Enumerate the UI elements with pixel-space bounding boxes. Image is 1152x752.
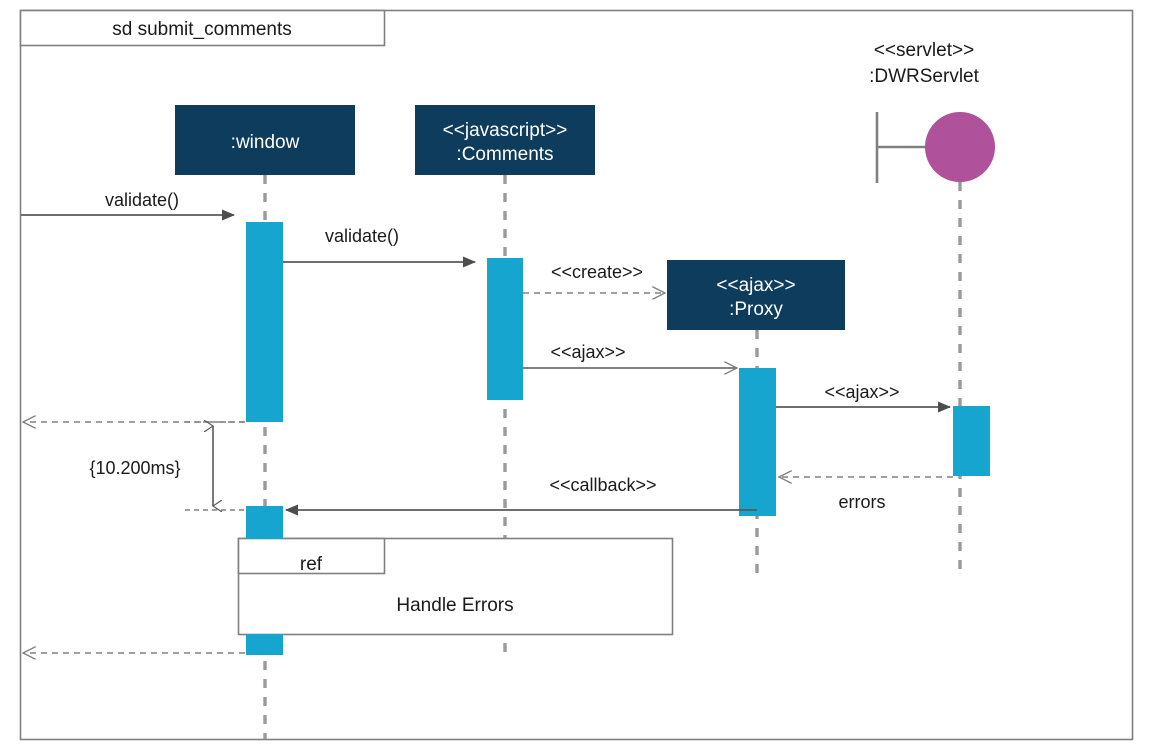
activation-comments-1 [487, 258, 523, 400]
activation-window-1 [246, 222, 283, 422]
activation-overlay [246, 506, 283, 655]
frame-title-tab: sd submit_comments [19, 9, 386, 47]
object-stereotype-comments: <<javascript>> [443, 120, 568, 141]
object-stereotype-proxy: <<ajax>> [716, 275, 795, 296]
object-box-proxy[interactable]: <<ajax>> :Proxy [667, 260, 845, 330]
object-label-comments: :Comments [456, 144, 553, 165]
message-label-validate-2: validate() [325, 226, 399, 246]
ref-fragment[interactable]: ref Handle Errors [237, 537, 674, 636]
interface-stereotype-dwrservlet: <<servlet>> [874, 40, 974, 61]
ref-fragment-body: Handle Errors [396, 595, 513, 616]
timing-constraint-label: {10.200ms} [89, 458, 180, 478]
message-validate-2[interactable]: validate() [283, 226, 476, 268]
interface-circle-dwrservlet [925, 112, 995, 182]
message-label-errors: errors [838, 492, 885, 512]
message-validate-1[interactable]: validate() [21, 190, 235, 221]
timing-constraint: {10.200ms} [89, 422, 245, 510]
activation-dwrservlet-1 [953, 406, 990, 476]
message-label-validate-1: validate() [105, 190, 179, 210]
message-label-callback: <<callback>> [549, 475, 656, 495]
object-label-proxy: :Proxy [729, 299, 783, 320]
object-label-window: :window [231, 132, 300, 153]
message-ajax-2[interactable]: <<ajax>> [776, 382, 951, 413]
message-label-create: <<create>> [551, 262, 643, 282]
message-label-ajax-2: <<ajax>> [824, 382, 899, 402]
message-callback[interactable]: <<callback>> [285, 475, 757, 516]
ref-fragment-operator: ref [300, 554, 323, 575]
message-errors[interactable]: errors [779, 477, 953, 512]
message-label-ajax-1: <<ajax>> [550, 342, 625, 362]
interface-label-dwrservlet: :DWRServlet [869, 66, 980, 87]
interface-dwrservlet[interactable]: <<servlet>> :DWRServlet [869, 40, 995, 183]
frame-title-label: sd submit_comments [112, 19, 292, 40]
message-ajax-1[interactable]: <<ajax>> [523, 342, 737, 368]
object-box-window[interactable]: :window [175, 105, 355, 175]
activation-proxy-1 [739, 368, 776, 516]
object-box-comments[interactable]: <<javascript>> :Comments [415, 105, 595, 175]
message-create[interactable]: <<create>> [523, 262, 665, 293]
